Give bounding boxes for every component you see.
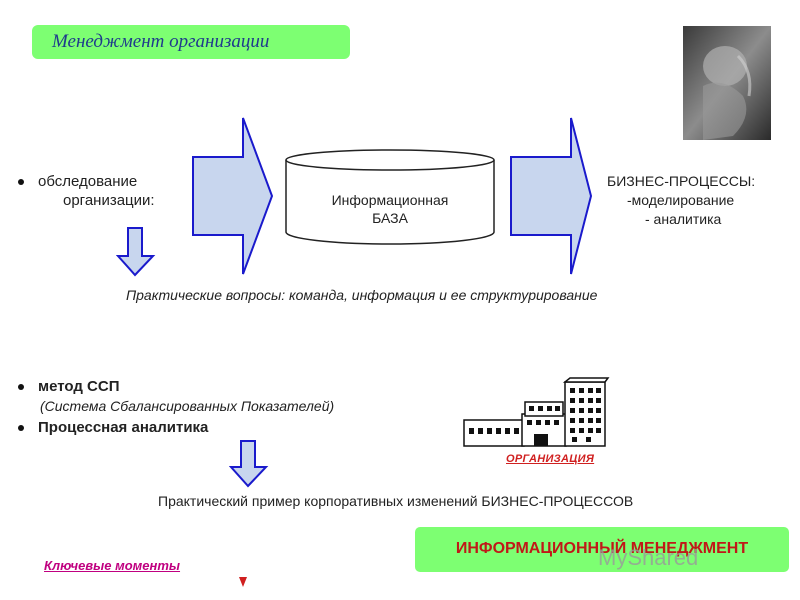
- photo-sculpture: [683, 26, 771, 140]
- business-modeling: -моделирование: [627, 192, 735, 208]
- business-analytics: - аналитика: [645, 211, 722, 227]
- block-arrow-down-2: [229, 440, 269, 488]
- database-cylinder: [285, 149, 495, 245]
- business-processes-title: БИЗНЕС-ПРОЦЕССЫ:: [607, 173, 756, 189]
- info-management-text: ИНФОРМАЦИОННЫЙ МЕНЕДЖМЕНТ: [455, 540, 749, 557]
- key-moments-link[interactable]: Ключевые моменты: [44, 558, 181, 573]
- survey-label-line2: организации:: [63, 192, 155, 209]
- bullet-dot: [18, 425, 24, 431]
- bsc-method-label: метод ССП: [38, 378, 120, 395]
- page-title: Менеджмент организации: [52, 31, 270, 52]
- cylinder-label-line1: Информационная: [331, 192, 449, 208]
- survey-label-line1: обследование: [38, 173, 138, 190]
- info-management-box: [415, 527, 789, 572]
- organization-label: ОРГАНИЗАЦИЯ: [506, 453, 595, 465]
- block-arrow-right-2: [510, 117, 593, 275]
- small-arrow-down-icon[interactable]: [238, 576, 248, 588]
- practical-example-text: Практический пример корпоративных измене…: [158, 493, 634, 509]
- practical-questions-text: Практические вопросы: команда, информаци…: [126, 287, 598, 303]
- watermark: MyShared: [598, 545, 699, 570]
- process-analytics-label: Процессная аналитика: [38, 419, 209, 436]
- bullet-dot: [18, 384, 24, 390]
- cylinder-label-line2: БАЗА: [372, 210, 408, 226]
- block-arrow-right-1: [192, 117, 274, 275]
- bullet-dot: [18, 179, 24, 185]
- block-arrow-down-1: [116, 227, 156, 277]
- building-icon: [463, 377, 610, 447]
- title-box: [32, 25, 350, 59]
- bsc-method-expansion: (Система Сбалансированных Показателей): [40, 398, 335, 414]
